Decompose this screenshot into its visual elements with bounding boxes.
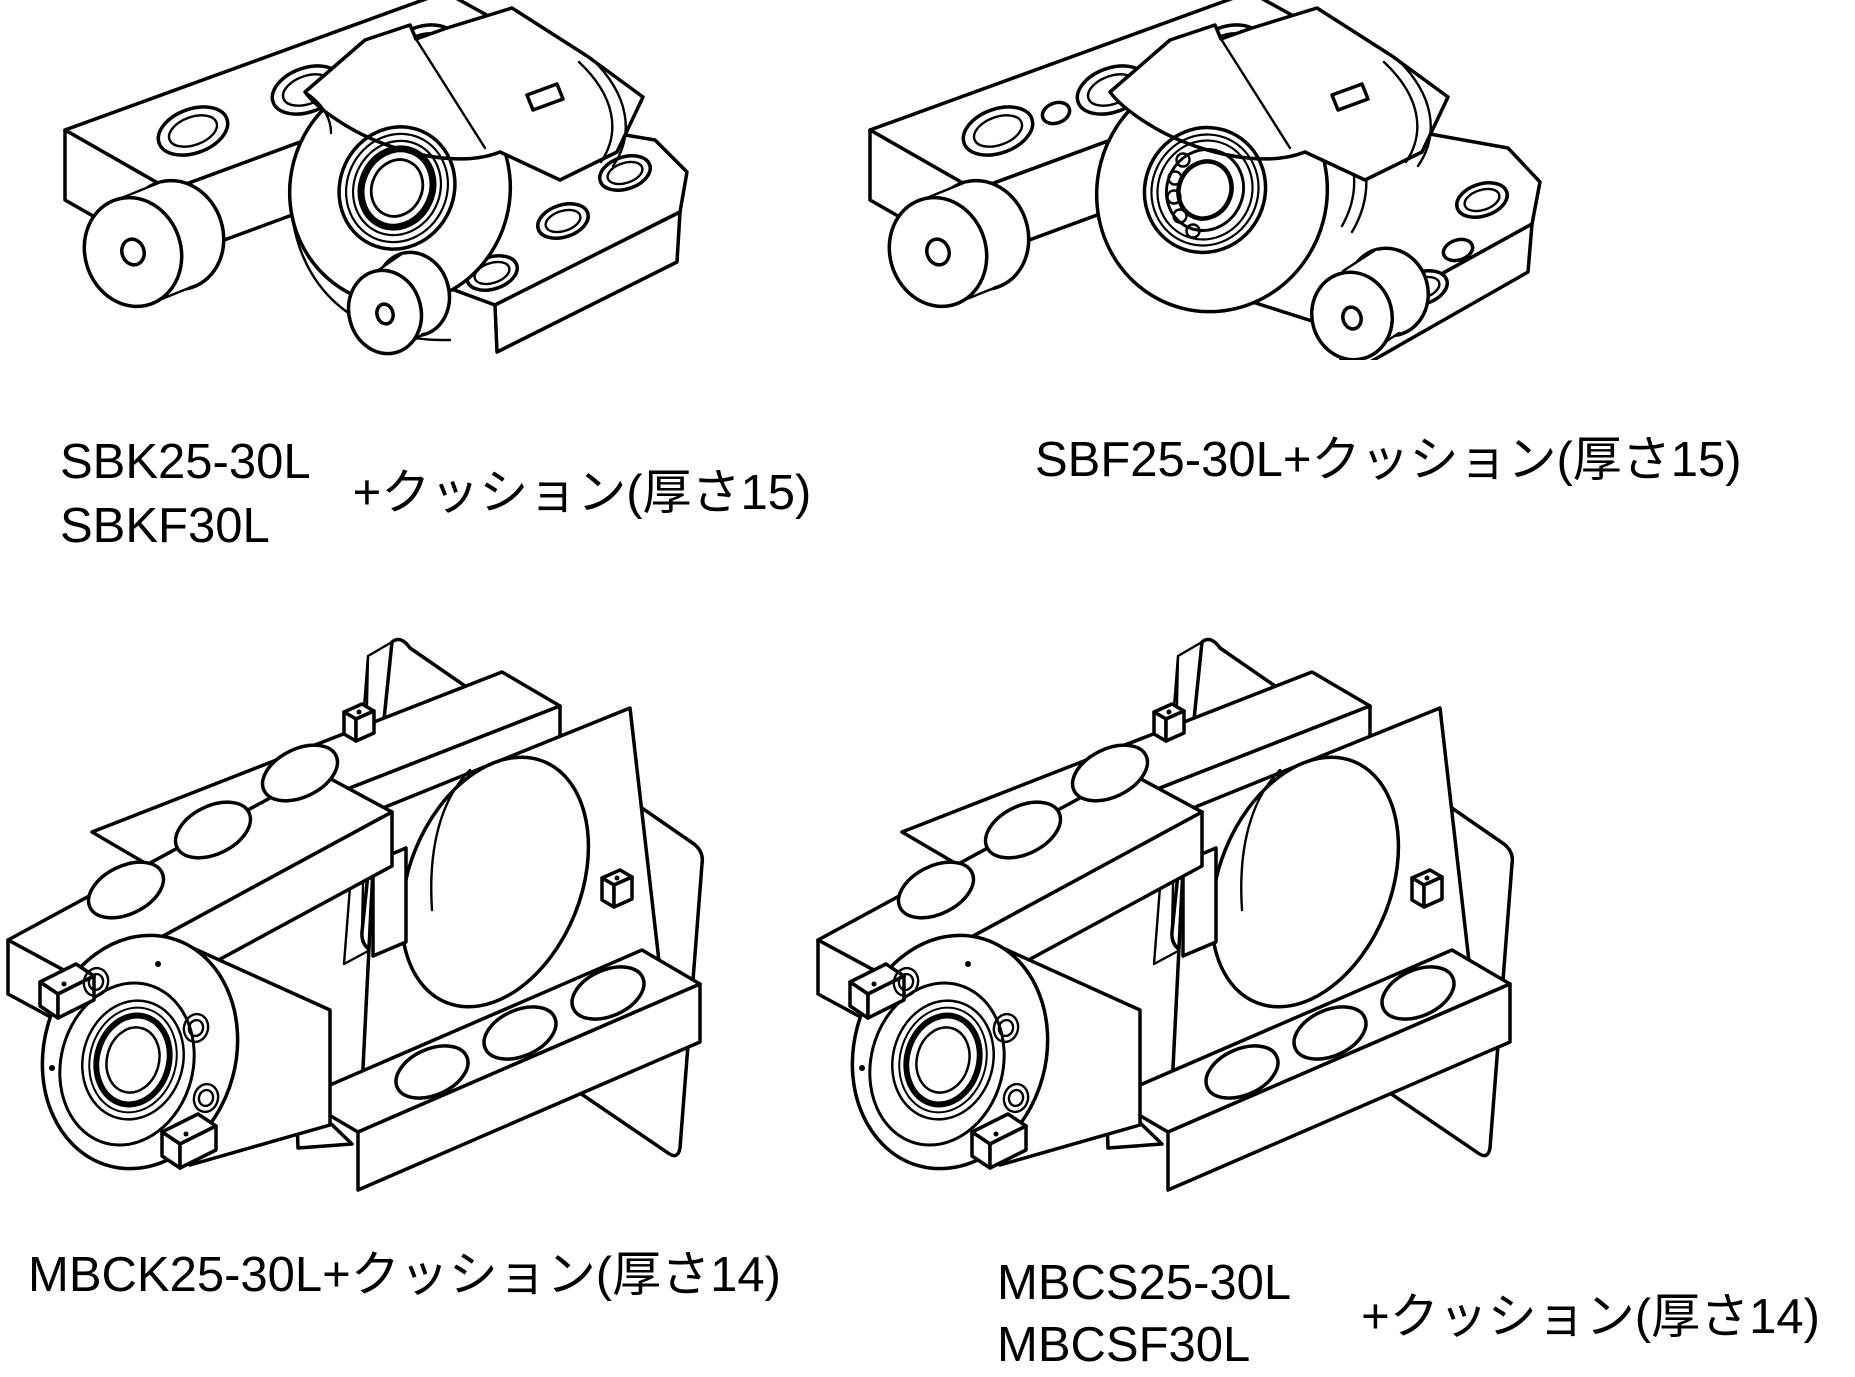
model-number: SBK25-30L (60, 435, 311, 489)
model-number: MBCS25-30L (997, 1256, 1292, 1310)
model-number: MBCSF30L (997, 1318, 1251, 1372)
part-label-sbk: SBK25-30L SBKF30L +クッション(厚さ15) (60, 430, 811, 558)
model-number: MBCK25-30L+クッション(厚さ14) (28, 1248, 781, 1302)
part-label-mbck: MBCK25-30L+クッション(厚さ14) (28, 1243, 781, 1307)
model-number-column: MBCS25-30L MBCSF30L (997, 1252, 1291, 1376)
model-number-column: SBK25-30L SBKF30L (60, 430, 311, 558)
part-label-sbf: SBF25-30L+クッション(厚さ15) (1035, 428, 1742, 492)
part-label-mbcs: MBCS25-30L MBCSF30L +クッション(厚さ14) (997, 1252, 1820, 1376)
sbf-support-unit-drawing (860, 0, 1550, 360)
model-number: SBF25-30L+クッション(厚さ15) (1035, 433, 1742, 487)
cushion-note: +クッション(厚さ15) (352, 466, 812, 520)
mbcs-motor-bracket-drawing (810, 620, 1575, 1220)
mbck-motor-bracket-drawing (0, 620, 765, 1220)
model-number: SBKF30L (60, 499, 270, 553)
sbk-support-unit-drawing (55, 0, 725, 360)
cushion-note: +クッション(厚さ14) (1361, 1290, 1820, 1344)
